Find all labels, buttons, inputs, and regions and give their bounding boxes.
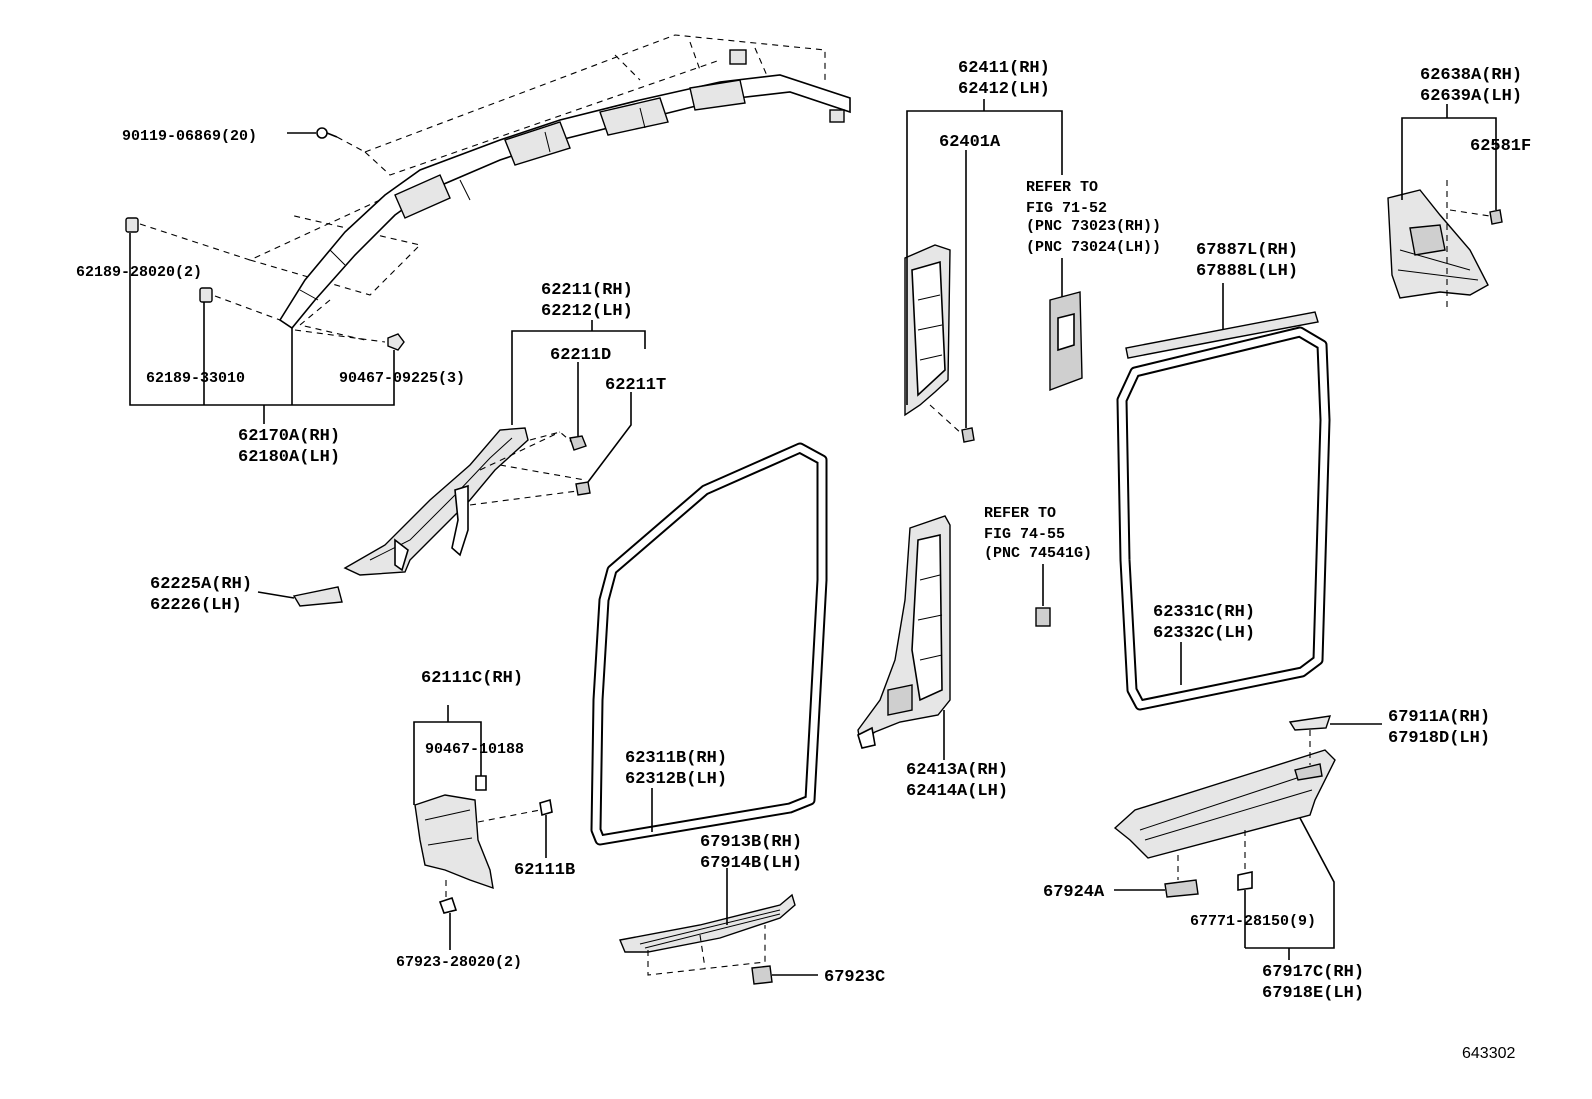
label-62311b: 62311B(RH) <box>625 749 727 768</box>
leader-lines-scuff-front <box>726 868 818 976</box>
bolt-icon <box>316 127 338 139</box>
label-62312b: 62312B(LH) <box>625 770 727 789</box>
label-62111c: 62111C(RH) <box>421 669 523 688</box>
clip-icon <box>1237 871 1253 891</box>
label-62211d: 62211D <box>550 346 611 365</box>
clip-icon <box>961 427 975 443</box>
label-62170a: 62170A(RH) <box>238 427 340 446</box>
figure-number: 643302 <box>1462 1045 1515 1062</box>
center-pillar-upper-garnish <box>904 244 975 443</box>
leader-lines-cowl <box>413 705 547 950</box>
front-pillar-garnish <box>292 427 591 607</box>
quarter-pillar-garnish <box>1387 180 1503 310</box>
leader-lines-scuff-rear <box>1114 723 1382 960</box>
clip-icon <box>751 965 773 985</box>
leader-lines-a-pillar <box>257 320 646 599</box>
label-62412: 62412(LH) <box>958 80 1050 99</box>
label-67914b: 67914B(LH) <box>700 854 802 873</box>
leader-lines-center-upper <box>906 99 1063 428</box>
label-62189-33010: 62189-33010 <box>146 370 245 387</box>
label-67771-28150: 67771-28150(9) <box>1190 913 1316 930</box>
ref2-line3: (PNC 74541G) <box>984 545 1092 562</box>
curtain-airbag-assembly <box>125 34 851 351</box>
label-62180a: 62180A(LH) <box>238 448 340 467</box>
clip-icon <box>475 775 487 791</box>
clip-icon <box>438 896 458 914</box>
switch-icon <box>1035 607 1051 627</box>
clip-icon <box>199 287 213 303</box>
ref1-line3: (PNC 73023(RH)) <box>1026 218 1161 235</box>
label-67887l: 67887L(RH) <box>1196 241 1298 260</box>
leader-lines-quarter <box>1401 104 1497 210</box>
rear-door-weatherstrip <box>1116 311 1331 711</box>
label-62639a: 62639A(LH) <box>1420 87 1522 106</box>
clip-icon <box>539 798 553 817</box>
label-62211t: 62211T <box>605 376 666 395</box>
label-62332c: 62332C(LH) <box>1153 624 1255 643</box>
label-62413a: 62413A(RH) <box>906 761 1008 780</box>
ref1-line4: (PNC 73024(LH)) <box>1026 239 1161 256</box>
seat-belt-guide <box>1049 291 1083 392</box>
front-door-weatherstrip <box>590 442 828 846</box>
rear-scuff-plate <box>1113 715 1336 898</box>
label-62211: 62211(RH) <box>541 281 633 300</box>
label-62401a: 62401A <box>939 133 1001 152</box>
clip-icon <box>125 217 139 233</box>
leader-lines-airbag <box>129 132 395 424</box>
label-62638a: 62638A(RH) <box>1420 66 1522 85</box>
label-90467-10188: 90467-10188 <box>425 741 524 758</box>
label-67917c: 67917C(RH) <box>1262 963 1364 982</box>
label-67924a: 67924A <box>1043 883 1105 902</box>
clip-icon <box>575 481 591 496</box>
label-62331c: 62331C(RH) <box>1153 603 1255 622</box>
label-62411: 62411(RH) <box>958 59 1050 78</box>
label-67923c: 67923C <box>824 968 885 987</box>
label-62189-28020: 62189-28020(2) <box>76 264 202 281</box>
label-67913b: 67913B(RH) <box>700 833 802 852</box>
label-62111b: 62111B <box>514 861 575 880</box>
label-67918e: 67918E(LH) <box>1262 984 1364 1003</box>
leader-lines-rear-seal <box>1180 283 1224 685</box>
nut-icon <box>387 333 405 351</box>
clip-icon <box>1489 209 1503 225</box>
label-90467-09225: 90467-09225(3) <box>339 370 465 387</box>
clip-icon <box>1164 879 1199 898</box>
label-67888l: 67888L(LH) <box>1196 262 1298 281</box>
label-90119-06869: 90119-06869(20) <box>122 128 257 145</box>
label-67923-28020: 67923-28020(2) <box>396 954 522 971</box>
ref1-line2: FIG 71-52 <box>1026 200 1107 217</box>
center-pillar-lower-garnish <box>857 515 951 749</box>
label-62414a: 62414A(LH) <box>906 782 1008 801</box>
label-62581f: 62581F <box>1470 137 1531 156</box>
ref2-line1: REFER TO <box>984 505 1056 522</box>
label-62212: 62212(LH) <box>541 302 633 321</box>
label-67918d: 67918D(LH) <box>1388 729 1490 748</box>
cowl-side-trim <box>414 775 553 914</box>
ref1-line1: REFER TO <box>1026 179 1098 196</box>
ref2-line2: FIG 74-55 <box>984 526 1065 543</box>
label-62225a: 62225A(RH) <box>150 575 252 594</box>
front-scuff-plate <box>619 893 796 985</box>
label-62226: 62226(LH) <box>150 596 242 615</box>
clip-icon <box>569 435 587 451</box>
label-67911a: 67911A(RH) <box>1388 708 1490 727</box>
